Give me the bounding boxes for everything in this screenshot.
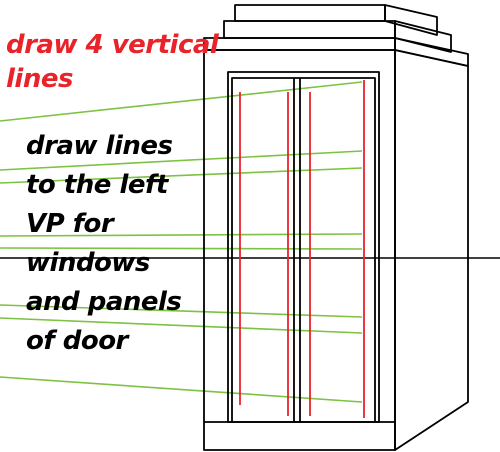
red-instruction-label: draw 4 vertical lines xyxy=(6,28,219,96)
roof-front xyxy=(203,37,396,51)
vp-line-2 xyxy=(0,150,363,171)
vp-line-6 xyxy=(0,304,363,318)
vp-line-7 xyxy=(0,317,363,334)
building-outline xyxy=(203,4,469,451)
black-instruction-line: and panels xyxy=(26,287,182,317)
body-side xyxy=(394,49,469,451)
black-instruction-label: draw lines to the left VP for windows an… xyxy=(26,127,182,361)
red-instruction-line: lines xyxy=(6,64,73,94)
black-instruction-line: of door xyxy=(26,326,128,356)
vp-line-5 xyxy=(0,247,363,250)
black-instruction-line: windows xyxy=(26,248,150,278)
vp-line-1 xyxy=(0,81,363,122)
middle-tier-front xyxy=(223,20,396,39)
vp-line-4 xyxy=(0,233,363,237)
vanishing-point-lines xyxy=(0,81,363,403)
middle-tier-side xyxy=(394,20,452,53)
red-vertical-guides xyxy=(239,80,365,418)
door-frame-outer xyxy=(227,71,380,423)
black-instruction-line: to the left xyxy=(26,170,168,200)
black-instruction-line: draw lines xyxy=(26,131,173,161)
top-cap-front xyxy=(234,4,386,22)
door-frame-inner xyxy=(231,77,376,422)
vp-line-3 xyxy=(0,167,363,184)
top-cap-side xyxy=(384,4,438,36)
vp-line-8 xyxy=(0,376,363,403)
black-instruction-line: VP for xyxy=(26,209,114,239)
red-instruction-line: draw 4 vertical xyxy=(6,30,219,60)
